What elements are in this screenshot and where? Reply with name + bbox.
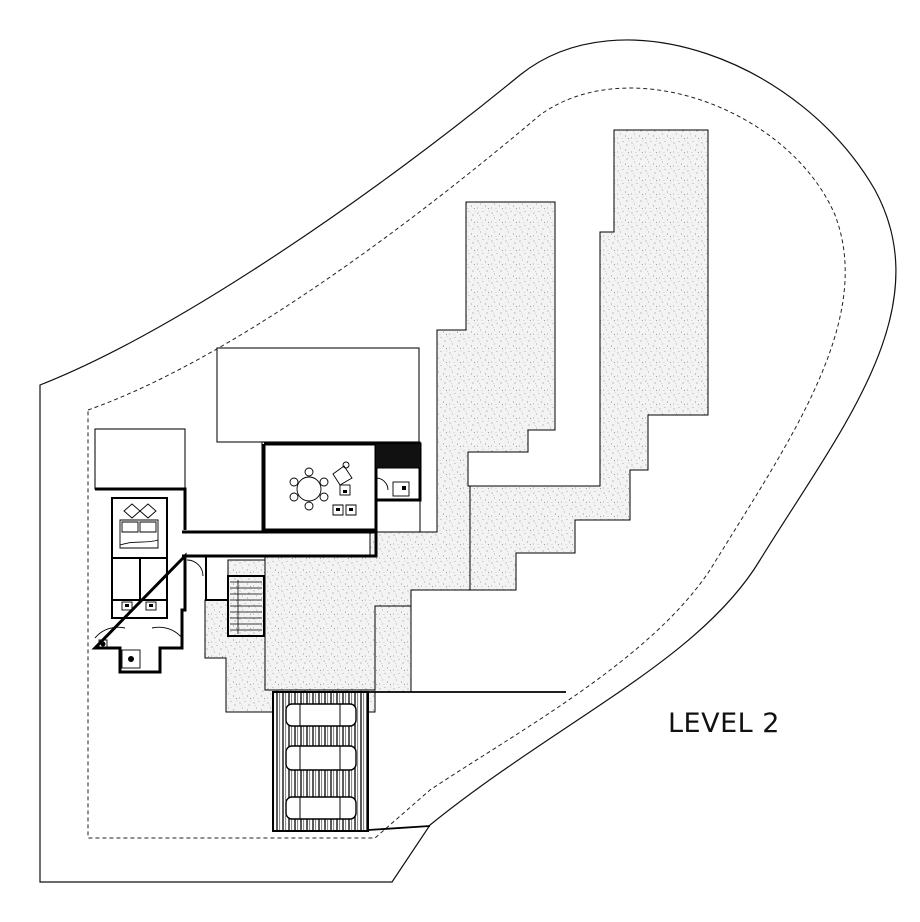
stair-treads <box>230 580 262 634</box>
parked-cars <box>285 703 357 820</box>
dining-table <box>296 476 322 502</box>
bedroom-block-walls <box>91 487 187 674</box>
upper-terrace <box>216 347 420 443</box>
staircase <box>205 556 265 637</box>
car <box>285 796 357 820</box>
lounge-chair <box>332 465 353 486</box>
driveway-edge-lower <box>367 825 431 831</box>
west-terrace <box>94 428 186 490</box>
car <box>285 745 357 771</box>
stair-void <box>376 444 420 468</box>
corridor-walls <box>182 530 376 558</box>
site-boundary <box>39 39 897 883</box>
level-label: LEVEL 2 <box>668 708 780 739</box>
setback-line <box>87 87 846 839</box>
gravel-band-right <box>469 129 709 591</box>
desk <box>392 481 410 497</box>
car <box>285 703 357 727</box>
